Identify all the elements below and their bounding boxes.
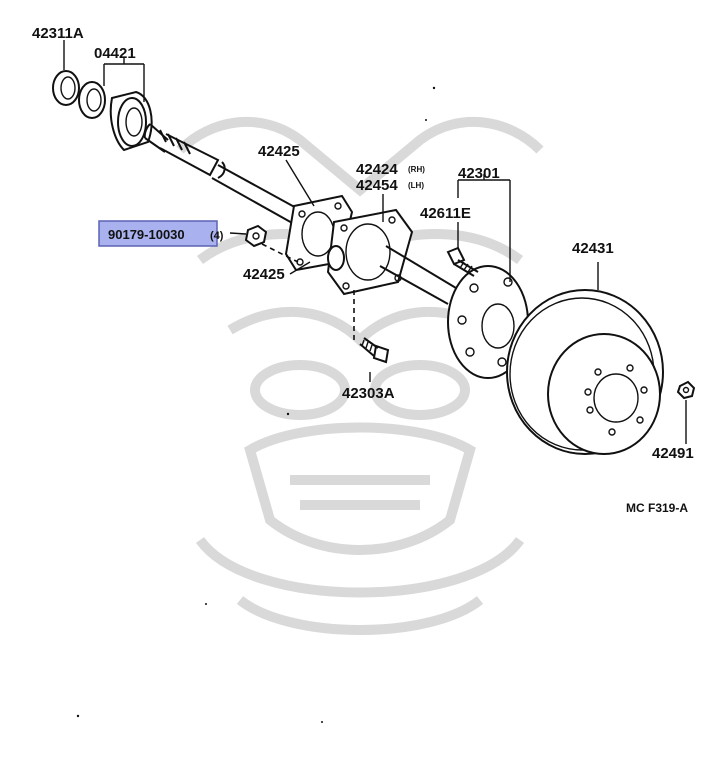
label-42425-bottom[interactable]: 42425 — [243, 266, 285, 283]
label-90179-qty: (4) — [210, 230, 224, 242]
leader-lines — [63, 40, 687, 444]
label-42301[interactable]: 42301 — [458, 165, 500, 182]
label-42454-side: (LH) — [408, 181, 424, 190]
label-42491[interactable]: 42491 — [652, 445, 694, 462]
highlight-box — [98, 220, 218, 247]
label-42425-top[interactable]: 42425 — [258, 143, 300, 160]
label-42303a[interactable]: 42303A — [342, 385, 395, 402]
label-42454[interactable]: 42454 — [356, 177, 398, 194]
label-42611e[interactable]: 42611E — [420, 205, 471, 222]
brake-disc-part[interactable] — [506, 289, 664, 455]
watermark-emblem — [176, 116, 544, 635]
label-42431[interactable]: 42431 — [572, 240, 614, 257]
label-42424[interactable]: 42424 — [356, 161, 398, 178]
oil-seal-part[interactable] — [52, 70, 80, 106]
scan-specks — [76, 86, 436, 723]
gasket-front-part[interactable] — [327, 245, 345, 271]
bolt-42303a-part[interactable] — [359, 337, 390, 364]
stub-shaft — [379, 245, 457, 305]
label-42424-side: (RH) — [408, 165, 425, 174]
hub-bolt-part[interactable] — [446, 246, 479, 277]
label-90179-10030[interactable]: 90179-10030 — [108, 227, 185, 242]
bearing-kit-part[interactable] — [78, 81, 153, 152]
label-42311a[interactable]: 42311A — [32, 25, 84, 42]
axle-shaft-part[interactable] — [143, 123, 301, 225]
figure-code: MC F319-A — [626, 501, 688, 515]
label-04421[interactable]: 04421 — [94, 45, 136, 62]
nut-90179-part[interactable] — [244, 224, 268, 248]
nut-42491-part[interactable] — [676, 380, 696, 400]
